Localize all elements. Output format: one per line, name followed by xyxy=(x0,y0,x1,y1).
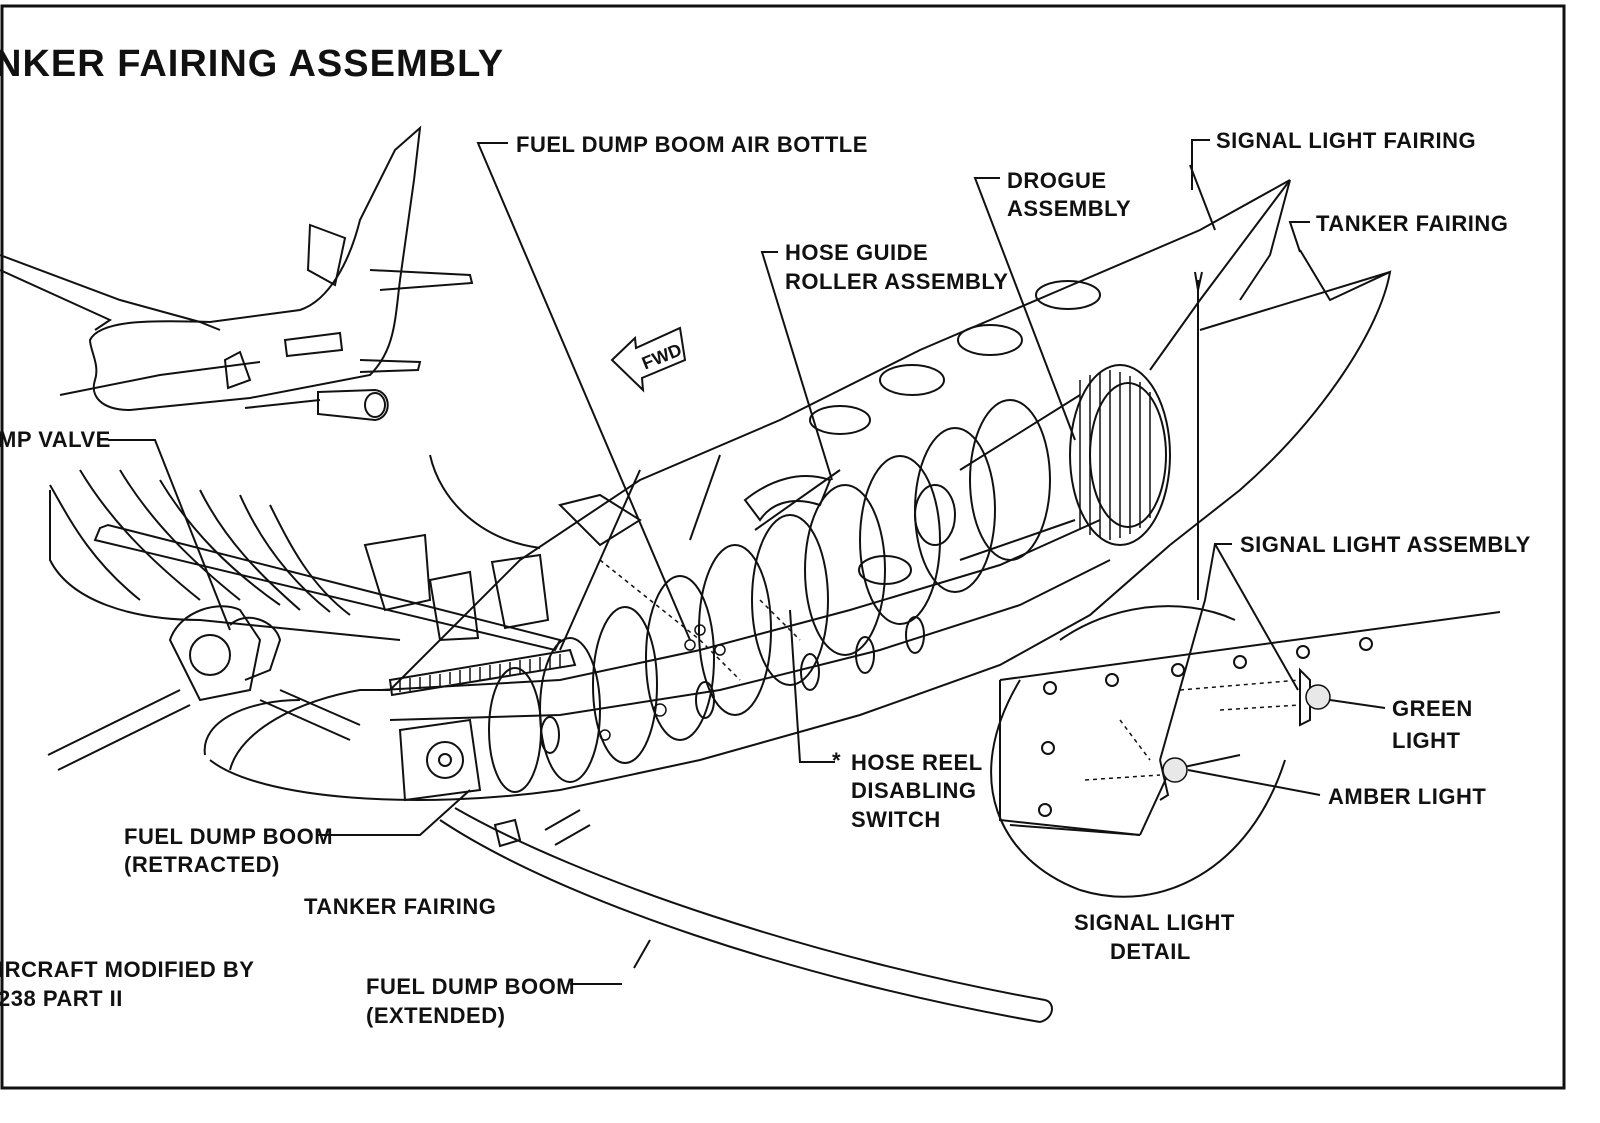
label-hose-reel-line3: SWITCH xyxy=(851,807,941,832)
label-signal-light-assembly: SIGNAL LIGHT ASSEMBLY xyxy=(1240,532,1531,557)
label-boom-retracted-line2: (RETRACTED) xyxy=(124,852,280,877)
fwd-arrow: FWD xyxy=(610,326,687,393)
label-hose-reel-line1: HOSE REEL xyxy=(851,750,983,775)
label-hose-reel-asterisk: * xyxy=(832,748,841,773)
label-aircraft-modified-line1: IRCRAFT MODIFIED BY xyxy=(0,957,254,982)
label-drogue-line1: DROGUE xyxy=(1007,168,1107,193)
label-hose-guide-line2: ROLLER ASSEMBLY xyxy=(785,269,1008,294)
label-dump-valve: MP VALVE xyxy=(0,427,111,452)
leader-lines xyxy=(108,139,1386,985)
aircraft-illustration xyxy=(0,125,474,422)
label-hose-guide-line1: HOSE GUIDE xyxy=(785,240,928,265)
label-boom-extended-line2: (EXTENDED) xyxy=(366,1003,505,1028)
label-hose-reel-line2: DISABLING xyxy=(851,778,977,803)
signal-light-detail-inset xyxy=(990,605,1501,898)
fuel-dump-boom-extended-drawing xyxy=(439,807,1053,1023)
label-green-line1: GREEN xyxy=(1392,696,1473,721)
page-border xyxy=(0,4,1566,1090)
fairing-body xyxy=(47,164,1392,802)
diagram-title: NKER FAIRING ASSEMBLY xyxy=(0,43,504,85)
label-drogue-line2: ASSEMBLY xyxy=(1007,196,1131,221)
label-fuel-dump-boom-air-bottle: FUEL DUMP BOOM AIR BOTTLE xyxy=(516,132,868,157)
label-tanker-fairing-bottom: TANKER FAIRING xyxy=(304,894,496,919)
label-signal-detail-line2: DETAIL xyxy=(1110,939,1191,964)
label-signal-light-fairing: SIGNAL LIGHT FAIRING xyxy=(1216,128,1476,153)
label-boom-extended-line1: FUEL DUMP BOOM xyxy=(366,974,575,999)
label-signal-detail-line1: SIGNAL LIGHT xyxy=(1074,910,1235,935)
label-amber-light: AMBER LIGHT xyxy=(1328,784,1486,809)
label-tanker-fairing-top: TANKER FAIRING xyxy=(1316,211,1508,236)
label-boom-retracted-line1: FUEL DUMP BOOM xyxy=(124,824,333,849)
label-green-line2: LIGHT xyxy=(1392,728,1461,753)
label-aircraft-modified-line2: 238 PART II xyxy=(0,986,123,1011)
